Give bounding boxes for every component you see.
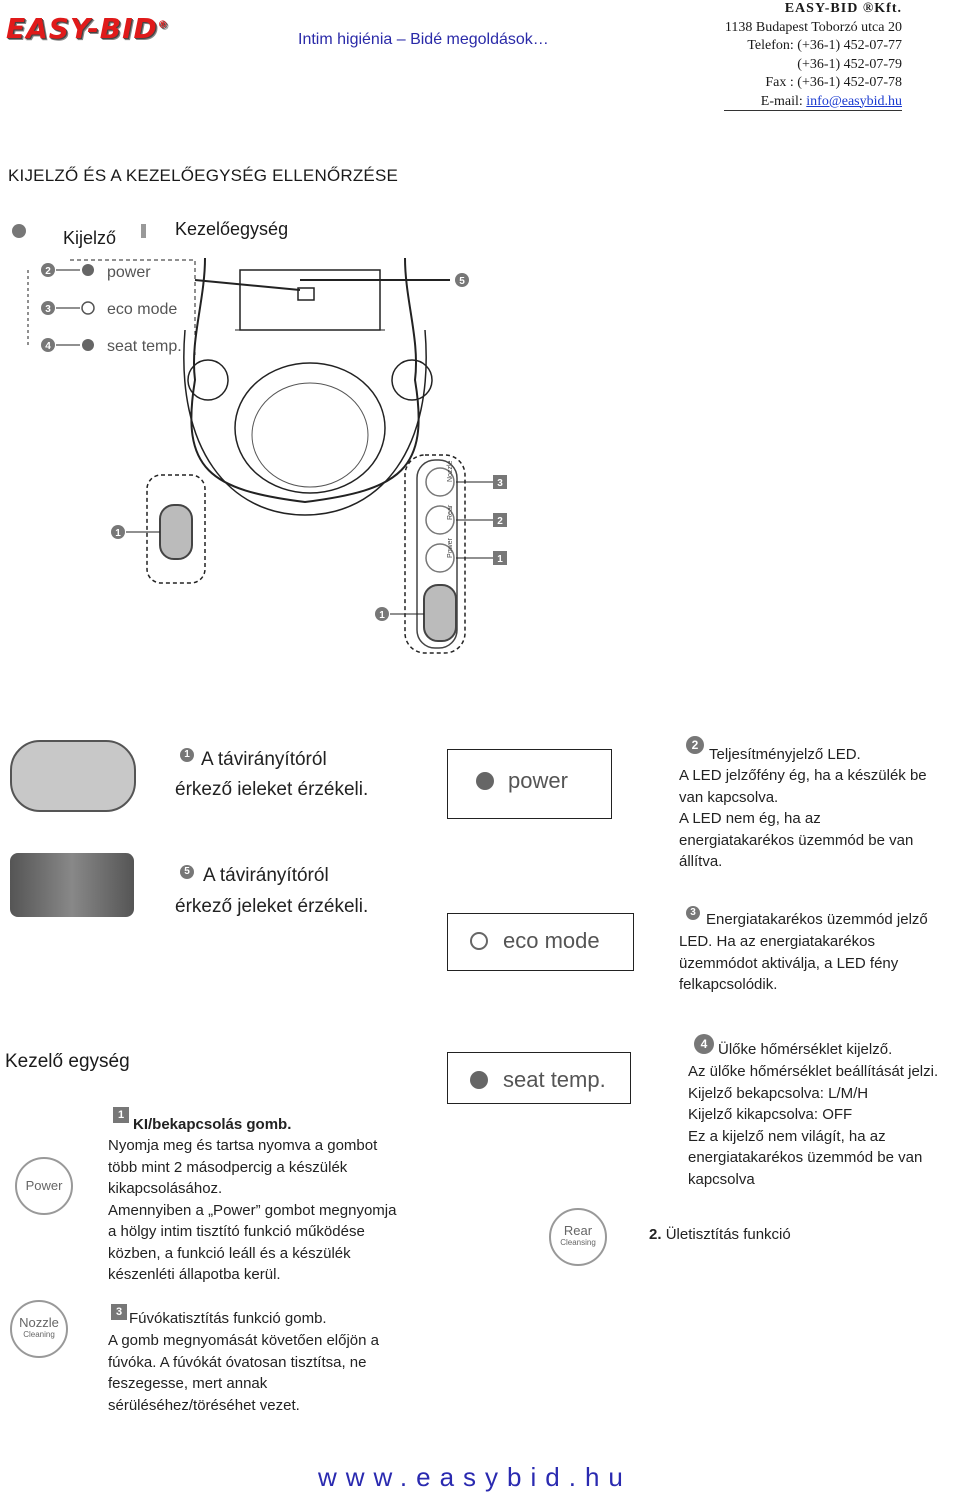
btn1-body: Nyomja meg és tartsa nyomva a gombot töb… bbox=[108, 1137, 397, 1283]
badge-5b: 5 bbox=[180, 865, 194, 879]
item5-line2: érkező jeleket érzékeli. bbox=[175, 896, 369, 917]
btn3-title: Fúvókatisztítás funkció gomb. bbox=[129, 1310, 327, 1327]
svg-text:3: 3 bbox=[45, 304, 51, 315]
diag-led-eco bbox=[81, 301, 95, 315]
panel-seat: seat temp. bbox=[447, 1052, 631, 1104]
diag-label-seat: seat temp. bbox=[107, 338, 182, 355]
svg-text:2: 2 bbox=[45, 266, 51, 277]
svg-text:Power: Power bbox=[447, 537, 454, 558]
svg-text:4: 4 bbox=[45, 341, 51, 352]
item2-title: Teljesítményjelző LED. bbox=[709, 746, 861, 763]
footer-url[interactable]: www.easybid.hu bbox=[318, 1462, 632, 1492]
diag-label-power: power bbox=[107, 264, 151, 281]
badge-1: 1 bbox=[180, 748, 194, 762]
company-info: EASY-BID ®Kft. 1138 Budapest Toborzó utc… bbox=[725, 0, 902, 111]
item5-line1: A távirányítóról bbox=[203, 865, 329, 886]
remote-left bbox=[146, 474, 206, 584]
display-legend-dot bbox=[12, 224, 26, 238]
company-phone2: (+36-1) 452-07-79 bbox=[797, 56, 902, 72]
diag-led-power bbox=[82, 264, 94, 276]
led-eco bbox=[470, 932, 488, 950]
control-legend-bar bbox=[141, 224, 146, 238]
badge-4: 4 bbox=[694, 1034, 714, 1054]
diag-led-seat bbox=[82, 339, 94, 351]
legend-display: Kijelző bbox=[63, 228, 117, 248]
company-phone1: Telefon: (+36-1) 452-07-77 bbox=[747, 38, 902, 53]
svg-text:1: 1 bbox=[115, 528, 121, 539]
rear-item: 2. Ületisztítás funkció bbox=[649, 1226, 791, 1243]
item3-title: Energiatakarékos üzemmód jelző bbox=[706, 911, 928, 928]
badge-3: 3 bbox=[686, 906, 700, 920]
sensor-oval-1 bbox=[10, 740, 136, 812]
svg-text:Nozzle: Nozzle bbox=[447, 460, 454, 482]
seat-outline bbox=[190, 257, 420, 504]
control-title: Kezelő egység bbox=[5, 1051, 130, 1072]
btn1-title: KI/bekapcsolás gomb. bbox=[133, 1116, 292, 1133]
company-name: EASY-BID ®Kft. bbox=[784, 1, 902, 16]
svg-text:Rear: Rear bbox=[447, 504, 454, 520]
sensor-rect-5 bbox=[10, 853, 134, 917]
led-seat bbox=[470, 1071, 488, 1089]
svg-text:3: 3 bbox=[497, 478, 503, 489]
diag-label-eco: eco mode bbox=[107, 301, 177, 318]
item3-body: LED. Ha az energiatakarékos üzemmódot ak… bbox=[679, 933, 899, 993]
company-fax: Fax : (+36-1) 452-07-78 bbox=[765, 75, 902, 90]
panel-eco: eco mode bbox=[447, 913, 634, 971]
logo: EASY-BID® bbox=[6, 12, 169, 45]
sensor-square bbox=[297, 287, 315, 301]
panel-eco-label: eco mode bbox=[503, 928, 600, 953]
badge-btn3: 3 bbox=[111, 1304, 127, 1320]
email-link[interactable]: info@easybid.hu bbox=[806, 93, 902, 109]
btn3-body: A gomb megnyomását követően előjön a fúv… bbox=[108, 1332, 380, 1414]
toilet-diagram: 5 2 3 4 power eco mode seat temp. 1 Nozz… bbox=[27, 257, 507, 654]
side-panel bbox=[404, 454, 466, 654]
panel-power: power bbox=[447, 749, 612, 819]
power-button-icon: Power bbox=[15, 1157, 73, 1215]
panel-seat-label: seat temp. bbox=[503, 1067, 606, 1092]
item2-body: A LED jelzőfény ég, ha a készülék be van… bbox=[679, 767, 927, 870]
badge-5 bbox=[455, 273, 469, 287]
item1-line1: A távirányítóról bbox=[201, 749, 327, 770]
hinge-right bbox=[391, 359, 433, 401]
section-title: KIJELZŐ ÉS A KEZELŐEGYSÉG ELLENŐRZÉSE bbox=[8, 166, 399, 185]
led-power bbox=[476, 772, 494, 790]
item4-body: Az ülőke hőmérséklet beállítását jelzi. … bbox=[688, 1063, 939, 1188]
svg-text:5: 5 bbox=[459, 276, 465, 287]
svg-text:1: 1 bbox=[497, 554, 503, 565]
header-rule bbox=[724, 110, 902, 111]
svg-text:1: 1 bbox=[379, 610, 385, 621]
legend-control: Kezelőegység bbox=[175, 219, 289, 239]
tagline: Intim higiénia – Bidé megoldások… bbox=[298, 31, 549, 48]
item1-line2: érkező ieleket érzékeli. bbox=[175, 779, 369, 800]
panel-power-label: power bbox=[508, 768, 568, 793]
item4-title: Ülőke hőmérséklet kijelző. bbox=[718, 1041, 893, 1058]
hinge-left bbox=[187, 359, 229, 401]
company-address: 1138 Budapest Toborzó utca 20 bbox=[724, 19, 902, 35]
bowl-inner bbox=[251, 382, 369, 488]
seat-outer bbox=[183, 329, 427, 516]
badge-btn1: 1 bbox=[113, 1107, 129, 1123]
svg-text:2: 2 bbox=[497, 516, 503, 527]
badge-2: 2 bbox=[686, 736, 704, 754]
company-email-row: E-mail: info@easybid.hu bbox=[760, 93, 902, 109]
